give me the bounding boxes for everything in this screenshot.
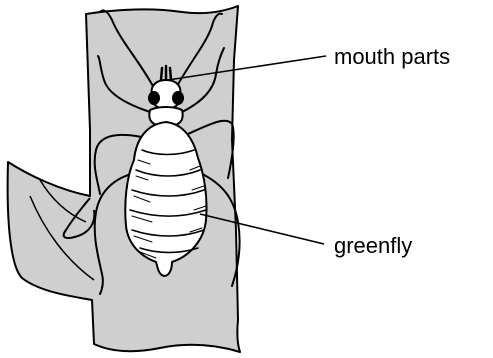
plant-stem <box>8 6 240 352</box>
left-eye-icon <box>149 92 159 104</box>
right-eye-icon <box>173 92 183 104</box>
mouth-parts-label: mouth parts <box>334 44 450 69</box>
stem-main <box>8 6 240 352</box>
greenfly-label: greenfly <box>334 233 412 258</box>
